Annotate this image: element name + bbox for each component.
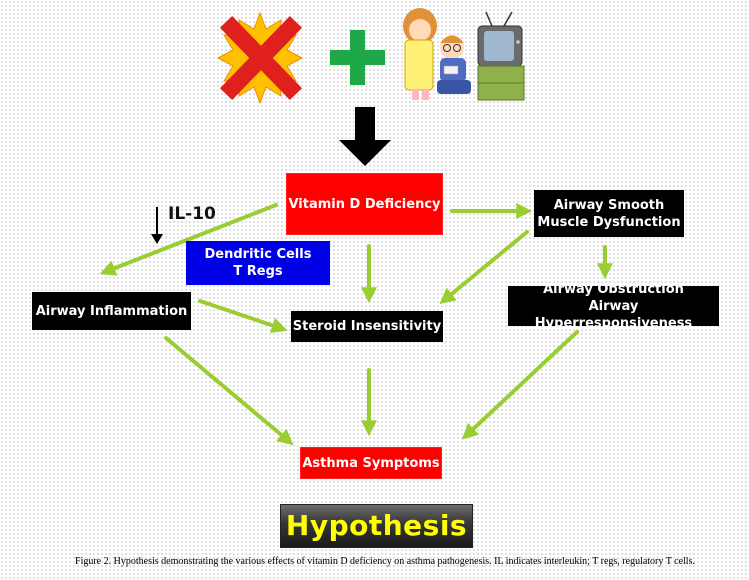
hypothesis-banner: Hypothesis [280,504,473,548]
decrease-arrow-icon [151,207,163,244]
steroid-insensitivity-node: Steroid Insensitivity [291,311,443,342]
node-label-line: Airway Obstruction [543,281,684,297]
airway-inflammation-node: Airway Inflammation [32,292,191,330]
node-label-line: Muscle Dysfunction [537,214,681,230]
plus-icon [330,30,385,85]
node-label-line: Asthma Symptoms [302,455,440,471]
arrow-obstruction-to-asthma [461,330,579,440]
airway-smooth-muscle-node: Airway Smooth Muscle Dysfunction [534,190,684,237]
il10-label: IL-10 [168,204,216,224]
airway-obstruction-node: Airway Obstruction Airway Hyperresponsiv… [508,282,719,331]
down-arrow-icon [339,107,391,166]
arrow-inflammation-to-steroid [198,299,288,334]
node-label-line: T Regs [233,264,283,279]
node-label-line: Airway Inflammation [35,303,188,319]
vitamin-d-deficiency-node: Vitamin D Deficiency [286,173,443,235]
node-label-line: Airway Smooth [553,197,665,213]
arrow-inflammation-to-asthma [164,336,294,446]
no-sun-icon [216,11,304,105]
figure-caption: Figure 2. Hypothesis demonstrating the v… [75,556,695,567]
asthma-symptoms-node: Asthma Symptoms [300,447,442,479]
arrow-asm-to-steroid [439,230,529,305]
node-label-line: Steroid Insensitivity [292,319,442,334]
kids-watching-tv-icon [403,8,525,101]
dendritic-cells-node: Dendritic Cells T Regs [186,241,330,285]
arrow-vitd-to-inflammation [99,203,278,276]
node-label-line: Airway Hyperresponsiveness [534,298,693,331]
node-label-line: Dendritic Cells [204,247,312,262]
node-label-line: Vitamin D Deficiency [288,196,441,212]
